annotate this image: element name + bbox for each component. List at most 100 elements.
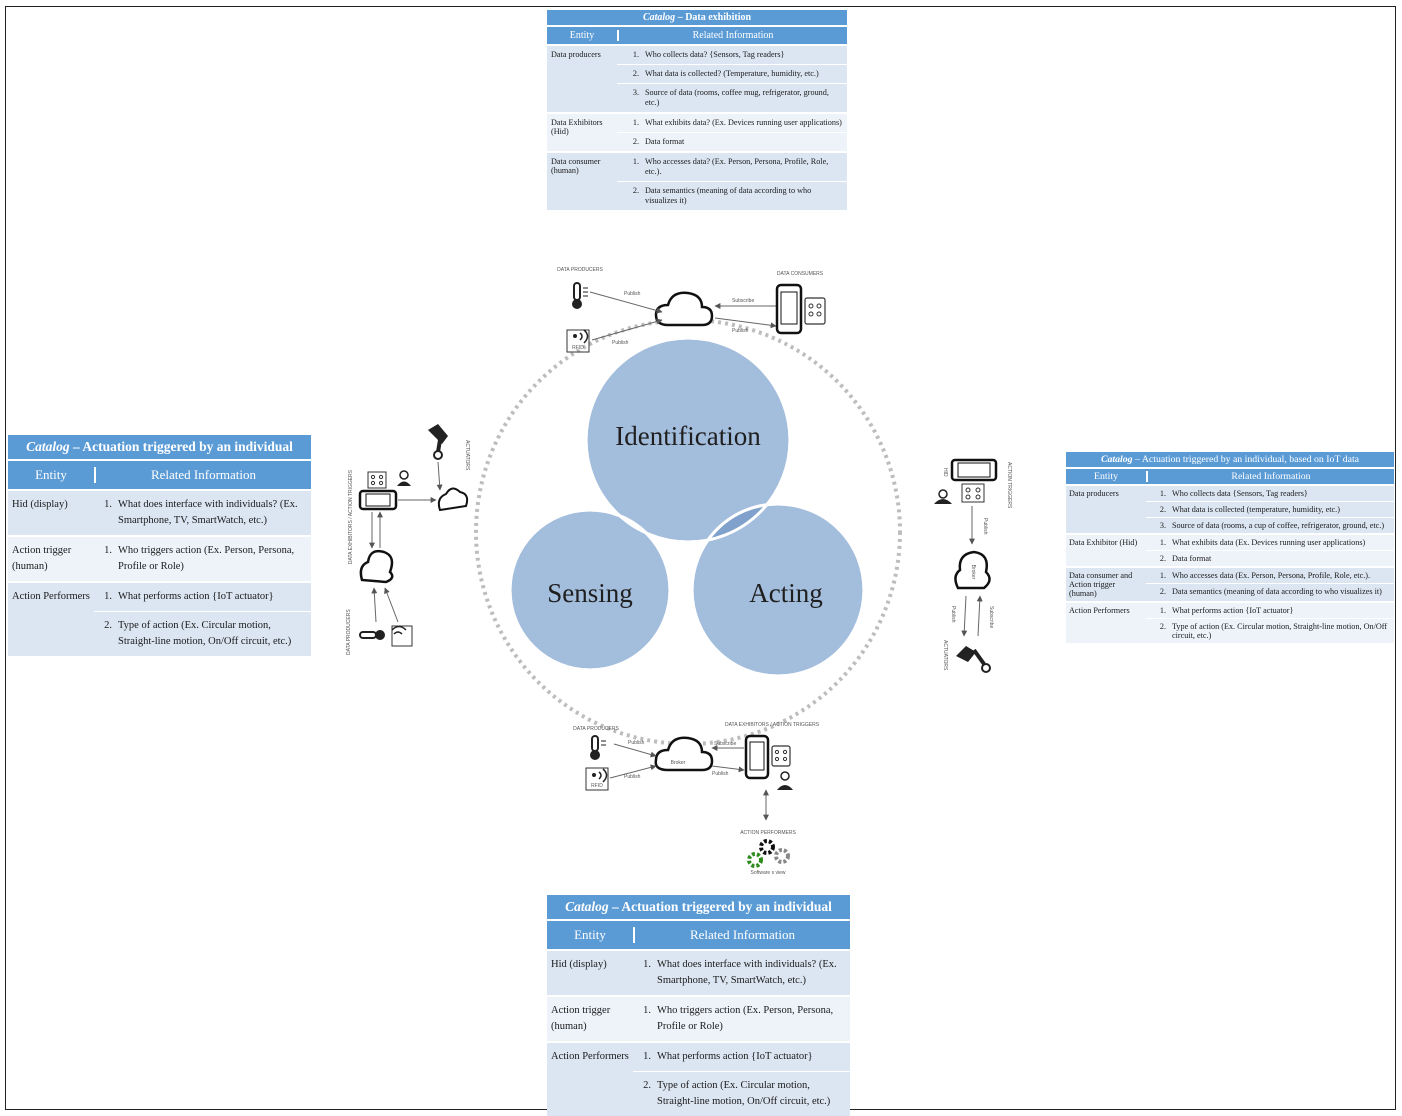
table-title-italic: Catalog [642, 12, 676, 23]
venn-label-identification: Identification [615, 421, 761, 451]
publish-arrow-1 [589, 291, 663, 314]
bottom-rfid-label: RFID [591, 783, 603, 789]
info-item: 1.Who accesses data (Ex. Person, Persona… [1146, 568, 1394, 583]
header-related-info: Related Information [689, 927, 796, 942]
bottom-publish-label-2: Publish [624, 774, 641, 780]
item-number: 1. [1159, 606, 1166, 615]
software-label: Software s view [750, 870, 785, 876]
item-number: 1. [1159, 489, 1166, 498]
item-text: What does interface with individuals? (E… [118, 499, 298, 526]
info-item: 2.Data format [617, 132, 847, 151]
related-info-cell: 1.Who accesses data (Ex. Person, Persona… [1146, 568, 1394, 601]
catalog-actuation-individual-left-table: Catalog – Actuation triggered by an indi… [8, 435, 311, 656]
bottom-subscribe-label: Subscribe [714, 741, 736, 747]
item-text: Who collects data? {Sensors, Tag readers… [645, 50, 785, 59]
item-text: Data format [1172, 554, 1212, 563]
right-smartphone-icon [950, 458, 998, 482]
left-smartwatch-icon [367, 471, 387, 489]
bottom-rfid-icon: RFID [585, 767, 609, 791]
table-title-italic: Catalog [1100, 454, 1133, 465]
catalog-actuation-iot-data-table: Catalog – Actuation triggered by an indi… [1066, 452, 1394, 643]
entity-cell: Action trigger (human) [551, 1005, 611, 1032]
left-data-exhibitors-label: DATA EXHIBITORS / ACTION TRIGGERS [348, 469, 354, 564]
item-number: 3. [632, 88, 639, 97]
table-row: Data Exhibitors (Hid)1.What exhibits dat… [547, 112, 847, 151]
item-number: 1. [643, 1051, 651, 1062]
item-number: 1. [632, 157, 639, 166]
smartphone-icon [775, 283, 803, 335]
table-title: Catalog – Actuation triggered by an indi… [1066, 452, 1394, 467]
right-hid-label: HID [942, 468, 948, 477]
item-number: 2. [632, 137, 639, 146]
bottom-publish-label-3: Publish [712, 771, 729, 777]
left-cloud-main-icon [359, 549, 394, 584]
table-row: Hid (display) 1.What does interface with … [547, 949, 850, 995]
rfid-label: RFID [572, 345, 584, 351]
info-item: 1.What does interface with individuals? … [633, 951, 850, 995]
item-text: What does interface with individuals? (E… [657, 959, 837, 986]
entity-cell: Data producers [551, 50, 601, 59]
item-number: 2. [632, 186, 639, 195]
left-person-icon [397, 470, 411, 486]
publish-arrow-3 [714, 317, 777, 329]
table-title-rest: – Actuation triggered by an individual [608, 899, 832, 914]
rfid-reader-icon: RFID [566, 329, 590, 353]
info-item: 3.Source of data (rooms, coffee mug, ref… [617, 83, 847, 112]
thermometer-icon [572, 282, 588, 309]
left-cloud-broker-icon [437, 487, 469, 512]
info-item: 1.What exhibits data (Ex. Devices runnin… [1146, 535, 1394, 550]
related-info-cell: 1.What performs action {IoT actuator}2.T… [94, 583, 311, 656]
right-publish-label-2: Publish [950, 606, 956, 623]
info-item: 1.Who triggers action (Ex. Person, Perso… [633, 997, 850, 1041]
info-item: 1.What exhibits data? (Ex. Devices runni… [617, 114, 847, 132]
left-smartphone-icon [358, 489, 398, 511]
sensing-outline [508, 508, 672, 672]
top-data-producers-label: DATA PRODUCERS [557, 267, 603, 273]
header-entity: Entity [547, 30, 619, 41]
catalog-actuation-individual-bottom-table: Catalog – Actuation triggered by an indi… [547, 895, 850, 1116]
right-action-triggers-label: ACTION TRIGGERS [1006, 462, 1012, 509]
item-text: Data semantics (meaning of data accordin… [1172, 587, 1382, 596]
item-number: 1. [643, 1005, 651, 1016]
item-number: 2. [1159, 622, 1166, 631]
bottom-smartwatch-icon [771, 745, 791, 767]
info-item: 1.Who collects data? {Sensors, Tag reade… [617, 46, 847, 64]
table-row: Data producers 1.Who collects data? {Sens… [547, 44, 847, 112]
entity-cell: Data consumer and Action trigger (human) [1069, 571, 1133, 598]
right-smartwatch-icon [961, 483, 985, 503]
table-row: Action trigger (human) 1.Who triggers act… [547, 995, 850, 1041]
item-text: What exhibits data (Ex. Devices running … [1172, 538, 1366, 547]
info-item: 1. Who triggers action (Ex. Person, Perso… [94, 537, 311, 581]
item-text: What data is collected? (Temperature, hu… [645, 69, 819, 78]
info-item: 3.Source of data (rooms, a cup of coffee… [1146, 517, 1394, 533]
related-info-cell: 1.What does interface with individuals? … [94, 491, 311, 535]
table-title-rest: – Data exhibition [675, 12, 752, 23]
entity-cell: Action Performers [1069, 606, 1130, 615]
table-row: Data consumer (human)1.Who accesses data… [547, 151, 847, 210]
entity-cell: Hid (display) [551, 959, 607, 970]
item-text: Who accesses data? (Ex. Person, Persona,… [645, 157, 829, 176]
info-item: 2.Type of action (Ex. Circular motion, S… [94, 611, 311, 656]
header-related-info: Related Information [150, 467, 257, 482]
left-arrow-rfid [384, 587, 399, 623]
item-text: Type of action (Ex. Circular motion, Str… [1172, 622, 1388, 640]
robot-arm-icon [428, 424, 448, 460]
item-number: 2. [1159, 554, 1166, 563]
item-text: What data is collected (temperature, hum… [1172, 505, 1340, 514]
related-info-cell: 1.Who collects data? {Sensors, Tag reade… [617, 46, 847, 112]
info-item: 1.Who collects data {Sensors, Tag reader… [1146, 486, 1394, 501]
bottom-data-producers-label: DATA PRODUCERS [573, 726, 619, 732]
table-title: Catalog – Actuation triggered by an indi… [547, 895, 850, 919]
table-title-italic: Catalog [565, 899, 609, 914]
table-title: Catalog – Data exhibition [547, 10, 847, 25]
item-number: 1. [104, 545, 112, 556]
info-item: 2.What data is collected (temperature, h… [1146, 501, 1394, 517]
top-scenario: DATA PRODUCERS RFID Publish Publish Subs… [557, 267, 826, 353]
item-text: Who triggers action (Ex. Person, Persona… [118, 545, 295, 572]
